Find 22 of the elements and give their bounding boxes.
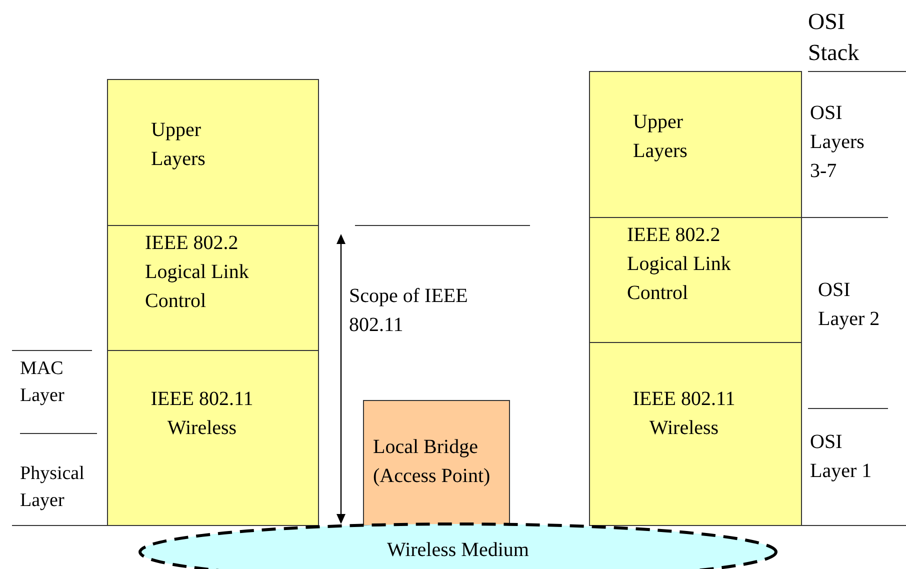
medium-label: Wireless Medium [387, 538, 529, 562]
layer-annotation: OSI Layer 2 [818, 278, 881, 332]
layer-box [589, 71, 802, 218]
layer-label: Upper Layers [151, 118, 206, 172]
layer-label: Upper Layers [633, 110, 688, 164]
layer-annotation: Scope of IEEE 802.11 [349, 284, 469, 338]
layer-annotation: Physical Layer [20, 462, 86, 513]
layer-label: IEEE 802.11 Wireless [632, 387, 736, 441]
layer-box [589, 217, 802, 343]
layer-box [589, 342, 802, 526]
layer-annotation: OSI Layers 3-7 [810, 101, 866, 184]
layer-annotation: OSI Stack [808, 8, 860, 67]
layer-label: IEEE 802.2 Logical Link Control [627, 223, 732, 306]
layer-box [107, 350, 319, 526]
layer-box [107, 79, 319, 226]
layer-box [107, 225, 319, 351]
layer-label: Local Bridge (Access Point) [373, 435, 492, 489]
bridge-box [363, 400, 510, 526]
layer-annotation: MAC Layer [20, 357, 66, 408]
layer-annotation: OSI Layer 1 [810, 430, 873, 484]
layer-label: IEEE 802.2 Logical Link Control [145, 231, 250, 314]
layer-label: IEEE 802.11 Wireless [150, 387, 254, 441]
